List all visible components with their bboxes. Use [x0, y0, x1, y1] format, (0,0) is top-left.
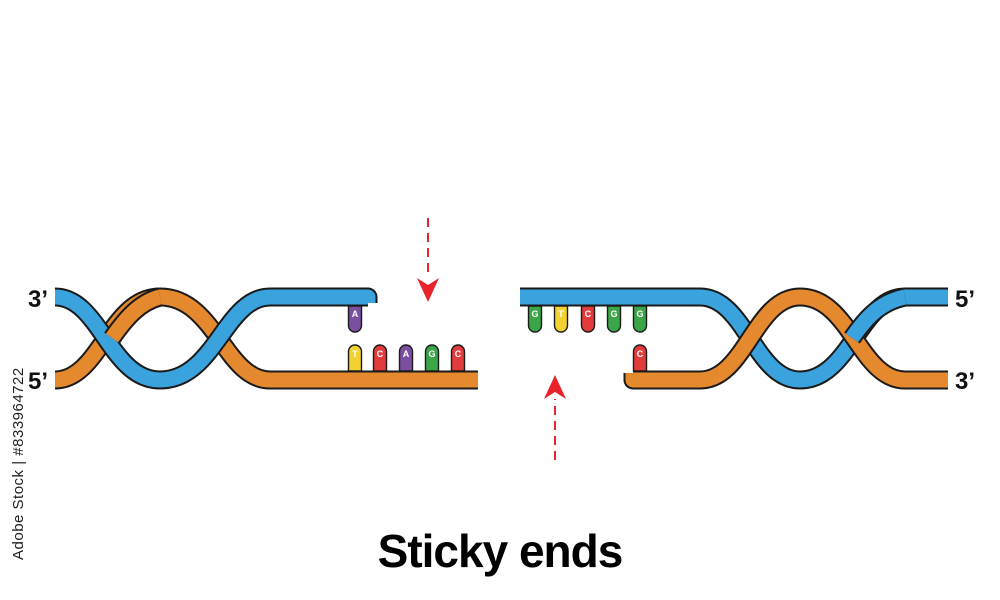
right-bottom-end-label: 3’: [955, 368, 976, 395]
right-top-base: G: [632, 305, 648, 333]
base-letter: G: [531, 309, 538, 319]
left-bottom-strand: [53, 287, 478, 390]
left-top-end-label: 3’: [28, 286, 49, 313]
weave-overlap: [845, 289, 907, 343]
right-top-end-label: 5’: [955, 286, 976, 313]
right-top-base: G: [606, 305, 622, 333]
left-cut-arrow: [417, 218, 439, 302]
left-bottom-end-label: 5’: [28, 368, 49, 395]
left-bottom-base: T: [347, 344, 363, 372]
weave-overlap: [105, 289, 163, 343]
stock-id-watermark: Adobe Stock | #833964722: [10, 367, 27, 560]
base-letter: C: [585, 309, 592, 319]
base-letter: G: [636, 309, 643, 319]
base-letter: T: [352, 349, 358, 359]
base-letter: A: [403, 349, 410, 359]
right-top-base: C: [580, 305, 596, 333]
left-bottom-base: A: [398, 344, 414, 372]
base-letter: A: [352, 309, 359, 319]
cut-site-arrows: [417, 218, 566, 460]
right-bottom-base: C: [632, 344, 648, 372]
base-letter: T: [558, 309, 564, 319]
base-letter: C: [455, 349, 462, 359]
base-letter: C: [377, 349, 384, 359]
left-dna-fragment: A T C A G C: [53, 287, 478, 390]
left-top-base: A: [347, 305, 363, 333]
base-letter: C: [637, 349, 644, 359]
right-cut-arrow: [544, 375, 566, 460]
left-bottom-base: C: [372, 344, 388, 372]
diagram-title: Sticky ends: [377, 525, 624, 577]
right-top-base: G: [527, 305, 543, 333]
left-top-strand: [53, 287, 378, 390]
right-top-base: T: [553, 305, 569, 333]
base-letter: G: [610, 309, 617, 319]
left-bottom-base: G: [424, 344, 440, 372]
left-bottom-base: C: [450, 344, 466, 372]
right-bottom-strand: [623, 287, 948, 390]
base-letter: G: [428, 349, 435, 359]
right-dna-fragment: G T C G G C: [520, 287, 948, 390]
